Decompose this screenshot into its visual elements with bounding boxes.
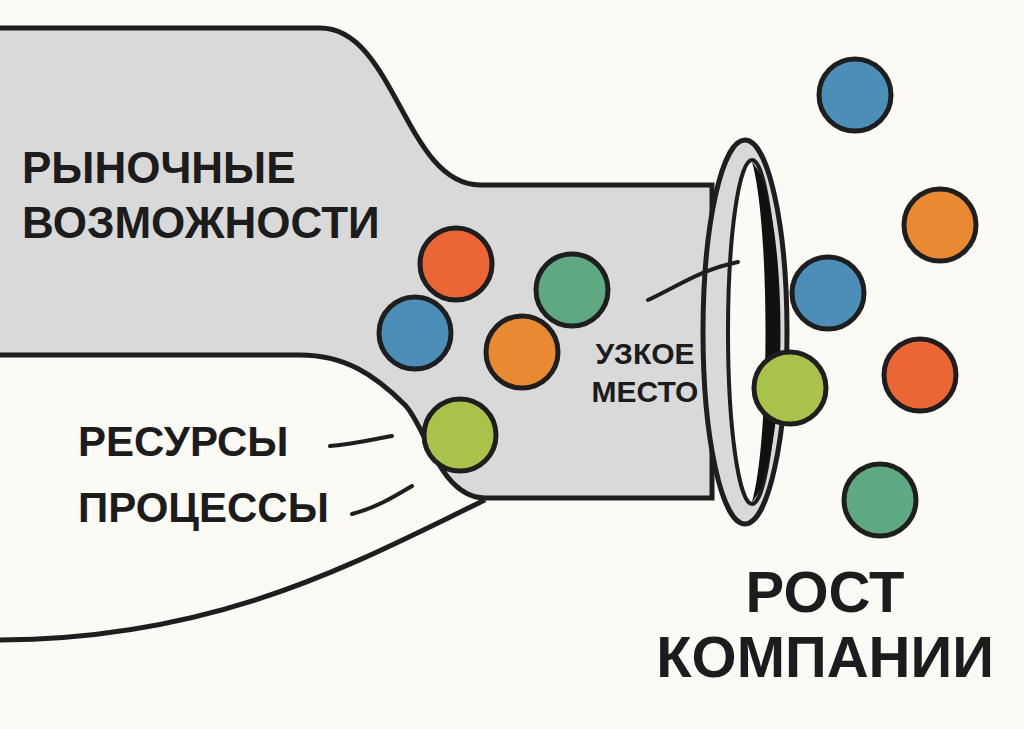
bottleneck-label: УЗКОЕ МЕСТО — [575, 335, 715, 410]
growth-ball — [819, 59, 891, 131]
growth-ball — [844, 464, 916, 536]
bottle-body — [0, 28, 712, 498]
bottle-rim — [703, 140, 787, 524]
growth-ball — [754, 352, 826, 424]
input-label: ПРОЦЕССЫ — [78, 484, 368, 531]
leader-line — [330, 436, 392, 446]
resource-ball — [536, 254, 608, 326]
region-title: РЫНОЧНЫЕ ВОЗМОЖНОСТИ — [22, 140, 412, 250]
resource-ball — [424, 399, 496, 471]
output-label: РОСТ КОМПАНИИ — [640, 560, 1010, 690]
growth-ball — [904, 189, 976, 261]
resource-ball — [486, 316, 558, 388]
input-label: РЕСУРСЫ — [78, 418, 338, 465]
resource-ball — [420, 228, 492, 300]
growth-ball — [884, 339, 956, 411]
leader-line — [352, 486, 412, 514]
leader-line — [648, 262, 738, 300]
growth-ball — [792, 257, 864, 329]
resource-ball — [379, 297, 451, 369]
